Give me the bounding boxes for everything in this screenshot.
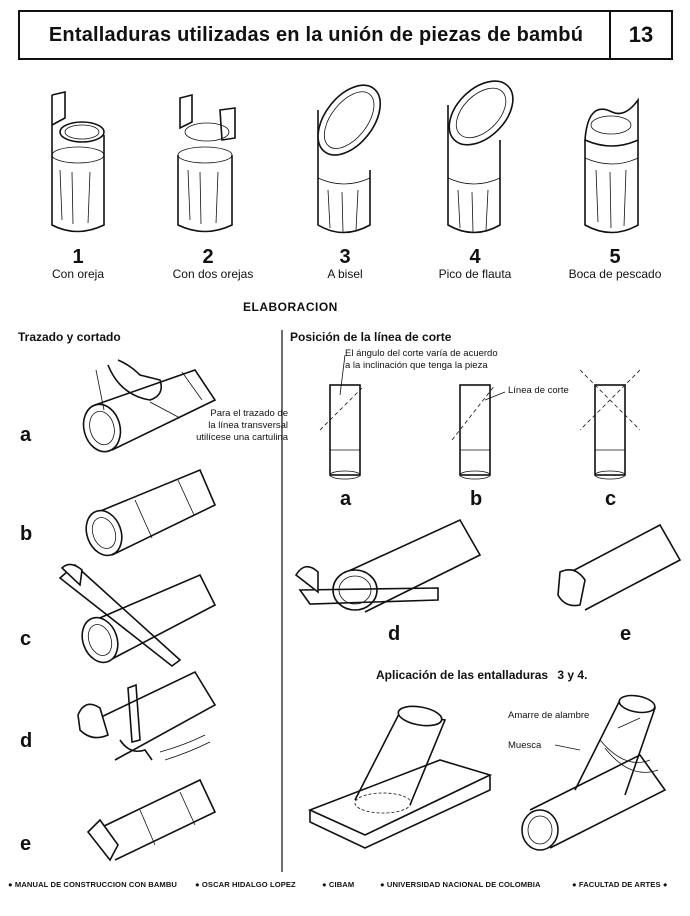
joint-4-illustration	[447, 80, 514, 234]
footer-item-3: ● CIBAM	[322, 880, 355, 889]
step-letter-e: e	[20, 833, 32, 855]
footer-text-4: UNIVERSIDAD NACIONAL DE COLOMBIA	[386, 880, 541, 889]
application-title: Aplicación de las entalladuras 3 y 4.	[376, 668, 587, 682]
angle-note: El ángulo del corte varía de acuerdo a l…	[345, 348, 565, 372]
cut-line-label: Línea de corte	[508, 385, 569, 396]
joint-2-illustration	[177, 93, 236, 233]
cut-figure-a	[319, 384, 363, 480]
left-step-c-illustration	[58, 563, 217, 668]
left-step-a-illustration	[82, 359, 217, 453]
application-left	[307, 705, 493, 849]
joint-label-3: A bisel	[327, 267, 363, 281]
joint-label-5: Boca de pescado	[568, 267, 662, 281]
step-letter-a: a	[20, 424, 32, 446]
tracing-note-line-2: la línea transversal	[208, 420, 288, 431]
left-step-d-illustration	[77, 670, 217, 761]
footer-item-1: ● MANUAL DE CONSTRUCCION CON BAMBU	[8, 880, 178, 889]
page-number: 13	[609, 12, 671, 58]
cut-figure-b	[451, 384, 496, 480]
footer-text-1: MANUAL DE CONSTRUCCION CON BAMBU	[14, 880, 178, 889]
cut-letter-d: d	[388, 623, 401, 645]
joint-number-2: 2	[202, 246, 214, 268]
tracing-note-line-3: utilícese una cartulina	[196, 432, 288, 443]
footer-item-2: ● OSCAR HIDALGO LOPEZ	[195, 880, 296, 889]
cut-figure-c	[579, 369, 641, 480]
joint-number-5: 5	[609, 246, 621, 268]
footer-text-5: FACULTAD DE ARTES	[578, 880, 661, 889]
right-section-title: Posición de la línea de corte	[290, 330, 452, 344]
joint-number-1: 1	[72, 246, 84, 268]
left-step-e-illustration	[86, 778, 217, 862]
cut-figure-d	[294, 518, 482, 613]
step-letter-d: d	[20, 730, 33, 752]
notch-label: Muesca	[508, 740, 542, 751]
angle-note-line-2: a la inclinación que tenga la pieza	[345, 360, 488, 371]
cut-letter-a: a	[340, 488, 352, 510]
footer-item-4: ● UNIVERSIDAD NACIONAL DE COLOMBIA	[380, 880, 541, 889]
joint-label-2: Con dos orejas	[172, 267, 254, 281]
left-step-b-illustration	[85, 468, 217, 557]
cut-letter-b: b	[470, 488, 483, 510]
footer-item-5: ● FACULTAD DE ARTES ●	[572, 880, 668, 889]
page-header: Entalladuras utilizadas en la unión de p…	[18, 10, 673, 60]
cut-letter-c: c	[605, 488, 617, 510]
elaboracion-heading: ELABORACION	[243, 300, 338, 314]
joint-number-3: 3	[339, 246, 351, 268]
left-section-title: Trazado y cortado	[18, 330, 121, 344]
cut-letter-e: e	[620, 623, 632, 645]
page-title: Entalladuras utilizadas en la unión de p…	[48, 23, 584, 46]
step-letter-b: b	[20, 523, 33, 545]
wire-label: Amarre de alambre	[508, 710, 590, 721]
tracing-note-line-1: Para el trazado de	[210, 408, 288, 419]
footer-text-2: OSCAR HIDALGO LOPEZ	[201, 880, 296, 889]
application-title-text: Aplicación de las entalladuras	[376, 668, 549, 682]
joint-number-4: 4	[469, 246, 481, 268]
step-letter-c: c	[20, 628, 32, 650]
joint-3-illustration	[317, 84, 382, 234]
application-numbers: 3 y 4.	[557, 668, 588, 682]
cut-figure-e	[557, 523, 682, 611]
footer-text-3: CIBAM	[328, 880, 355, 889]
application-right	[521, 694, 667, 851]
joint-1-illustration	[51, 90, 105, 233]
joint-5-illustration	[584, 97, 639, 234]
joint-label-4: Pico de flauta	[438, 267, 512, 281]
joint-label-1: Con oreja	[51, 267, 105, 281]
angle-note-line-1: El ángulo del corte varía de acuerdo	[345, 348, 498, 359]
tracing-note: Para el trazado de la línea transversal …	[178, 408, 288, 444]
